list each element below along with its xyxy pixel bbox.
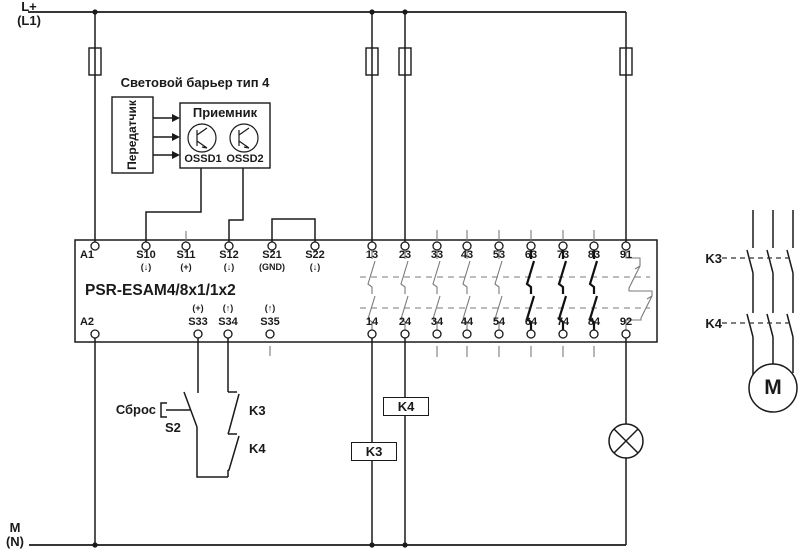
top-rail-name: L+ bbox=[21, 0, 37, 14]
top-rail-subname: (L1) bbox=[17, 12, 41, 28]
reset-switch-label: S2 bbox=[165, 420, 181, 435]
terminal-label-a2: A2 bbox=[79, 316, 95, 328]
terminal-label-43: 43 bbox=[460, 249, 474, 261]
terminal-sublabel-s35: (↑) bbox=[264, 303, 276, 313]
receiver-label: Приемник bbox=[192, 105, 258, 120]
light-barrier-boxes bbox=[111, 96, 271, 174]
terminal-label-s10: S10 bbox=[136, 249, 156, 261]
terminal-sublabel-s12: (↓) bbox=[223, 262, 235, 272]
contactor-k3-label: K3 bbox=[705, 251, 722, 266]
terminal-label-s22: S22 bbox=[305, 249, 325, 261]
terminal-label-74: 74 bbox=[556, 316, 570, 328]
light-barrier-title: Световой барьер тип 4 bbox=[120, 75, 270, 90]
terminal-label-s35: S35 bbox=[260, 316, 280, 328]
coil-k3: K3 bbox=[351, 442, 397, 461]
fuse-icon bbox=[88, 47, 633, 76]
feedback-contact-k4-label: K4 bbox=[249, 441, 266, 456]
motor-icon bbox=[748, 363, 798, 413]
terminal-circles bbox=[90, 241, 631, 339]
terminal-label-83: 83 bbox=[587, 249, 601, 261]
junction-dots bbox=[92, 9, 408, 548]
reset-button-label: Сброс bbox=[115, 402, 156, 417]
bottom-rail-label: M (N) bbox=[0, 521, 30, 548]
bottom-rail-subname: (N) bbox=[5, 533, 25, 549]
terminal-label-33: 33 bbox=[430, 249, 444, 261]
top-rail-label: L+ (L1) bbox=[7, 0, 51, 27]
relay-box bbox=[74, 239, 658, 343]
terminal-label-13: 13 bbox=[365, 249, 379, 261]
relay-contacts-thin bbox=[185, 230, 653, 357]
terminal-label-91: 91 bbox=[619, 249, 633, 261]
terminal-sublabel-s10: (↓) bbox=[140, 262, 152, 272]
main-wires bbox=[94, 12, 794, 545]
terminal-sublabel-s21: (GND) bbox=[259, 262, 285, 272]
terminal-label-84: 84 bbox=[587, 316, 601, 328]
terminal-label-s12: S12 bbox=[219, 249, 239, 261]
terminal-sublabel-s34: (↑) bbox=[222, 303, 234, 313]
lamp-icon bbox=[608, 423, 644, 459]
ossd2-label: OSSD2 bbox=[226, 153, 264, 165]
terminal-label-54: 54 bbox=[492, 316, 506, 328]
bottom-rail-name: M bbox=[9, 520, 21, 535]
relay-link-lines bbox=[360, 276, 650, 309]
terminal-label-s34: S34 bbox=[218, 316, 238, 328]
terminal-label-a1: A1 bbox=[79, 249, 95, 261]
terminal-label-44: 44 bbox=[460, 316, 474, 328]
terminal-label-63: 63 bbox=[524, 249, 538, 261]
phototransistor-icon bbox=[196, 127, 250, 149]
ossd1-label: OSSD1 bbox=[184, 153, 222, 165]
motor-label: M bbox=[764, 376, 782, 399]
terminal-label-23: 23 bbox=[398, 249, 412, 261]
terminal-label-24: 24 bbox=[398, 316, 412, 328]
contactor-k4-label: K4 bbox=[705, 316, 722, 331]
terminal-label-s11: S11 bbox=[176, 249, 196, 261]
terminal-label-64: 64 bbox=[524, 316, 538, 328]
terminal-label-s21: S21 bbox=[262, 249, 282, 261]
terminal-label-73: 73 bbox=[556, 249, 570, 261]
coil-k3-label: K3 bbox=[365, 444, 383, 459]
terminal-label-34: 34 bbox=[430, 316, 444, 328]
feedback-contact-k3-label: K3 bbox=[249, 403, 266, 418]
terminal-sublabel-s33: (+) bbox=[192, 303, 204, 313]
terminal-sublabel-s22: (↓) bbox=[309, 262, 321, 272]
transmitter-label: Передатчик bbox=[125, 100, 139, 170]
coil-k4: K4 bbox=[383, 397, 429, 416]
relay-model: PSR-ESAM4/8x1/1x2 bbox=[85, 282, 236, 299]
terminal-label-92: 92 bbox=[619, 316, 633, 328]
terminal-label-14: 14 bbox=[365, 316, 379, 328]
terminal-label-s33: S33 bbox=[188, 316, 208, 328]
terminal-sublabel-s11: (+) bbox=[180, 262, 192, 272]
coil-k4-label: K4 bbox=[397, 399, 415, 414]
light-beam-arrows-icon bbox=[153, 114, 180, 159]
terminal-label-53: 53 bbox=[492, 249, 506, 261]
power-rails bbox=[28, 11, 626, 546]
relay-contacts-bold bbox=[525, 250, 599, 330]
contactor-link-lines bbox=[722, 257, 790, 324]
